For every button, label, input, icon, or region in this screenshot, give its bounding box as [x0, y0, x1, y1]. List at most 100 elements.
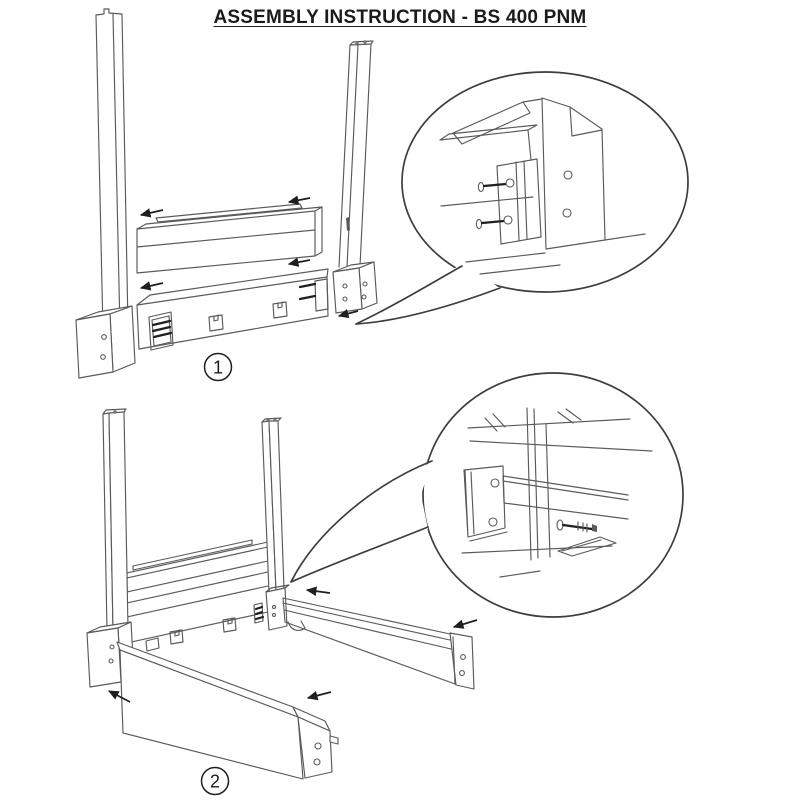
step-number: 2 — [210, 772, 220, 792]
insertion-arrow-icon — [139, 208, 164, 218]
back-rail — [452, 98, 543, 145]
bolt-head — [477, 181, 485, 193]
bolt-tip — [592, 524, 597, 532]
base-lines — [465, 233, 646, 275]
bolt-hole — [459, 670, 465, 676]
insertion-arrow-icon — [305, 586, 331, 596]
insertion-arrow-icon — [452, 619, 478, 629]
step-1-badge: 1 — [203, 352, 233, 382]
screw-hole — [108, 658, 114, 664]
headboard-panel-rail — [136, 203, 323, 274]
step-2-badge: 2 — [200, 766, 230, 796]
screw-hole — [342, 283, 348, 289]
step-1-figure: 1 — [75, 8, 689, 382]
headboard-base-rail — [136, 268, 329, 351]
dowel-mark — [363, 40, 367, 44]
right-bed-post — [332, 40, 378, 314]
top-slat — [155, 203, 303, 223]
bolt-icon — [556, 519, 597, 533]
mattress-clip — [145, 637, 160, 652]
wedge-catch — [557, 536, 617, 557]
insertion-arrow-icon — [337, 308, 359, 319]
right-bed-post — [261, 417, 285, 593]
insertion-arrow-icon — [139, 281, 164, 291]
post-slot — [346, 217, 350, 231]
beam-face — [119, 649, 304, 780]
dowel-mark — [355, 41, 359, 45]
callout-balloon-step1 — [355, 71, 689, 325]
step-number-circle — [203, 352, 233, 382]
left-post-foot-block — [75, 305, 136, 379]
mattress-clip — [272, 301, 288, 319]
hook-catch — [287, 620, 306, 631]
wall-bracket — [463, 465, 508, 542]
screw-hole — [361, 294, 367, 300]
bolt-head — [475, 218, 483, 230]
side-rail-end-plate — [449, 632, 475, 690]
bolt-hole — [313, 758, 321, 766]
mattress-clip — [222, 617, 237, 633]
post-side — [108, 411, 129, 631]
left-bed-post — [102, 408, 129, 632]
foot-block-side — [109, 305, 136, 373]
foreground-side-rail-beam — [116, 641, 339, 780]
hook-bracket — [148, 311, 174, 351]
dowel-mark — [273, 418, 277, 422]
screw-hole — [100, 354, 106, 360]
bolt-icon — [477, 178, 515, 193]
bolt-hole — [490, 478, 500, 488]
balloon-tail — [355, 265, 501, 325]
bolt-threads — [577, 521, 588, 533]
assembled-headboard — [86, 408, 290, 688]
dowel-mark — [113, 410, 117, 414]
post-outline — [338, 40, 374, 268]
screw-hole — [362, 281, 368, 287]
end-bracket-slots — [298, 282, 317, 301]
bolt-hole — [460, 654, 466, 660]
page-title: ASSEMBLY INSTRUCTION - BS 400 PNM — [213, 7, 587, 28]
rail-hook-detail — [461, 407, 653, 578]
screw-hole — [342, 296, 348, 302]
left-bed-post — [75, 8, 136, 379]
end-bracket — [298, 278, 329, 312]
end-bracket-slots — [254, 605, 265, 621]
end-bracket — [253, 602, 265, 624]
rail-detail — [439, 124, 538, 207]
bracket-slots — [151, 319, 173, 339]
top-lines — [467, 408, 653, 452]
step-number-circle — [200, 766, 230, 796]
slide-bracket — [496, 158, 542, 245]
post-outline — [95, 8, 129, 333]
panel-outline — [136, 206, 323, 274]
screw-hole — [271, 612, 277, 618]
bolt-hole — [563, 170, 573, 180]
rail-lines — [282, 597, 456, 685]
side-rail — [282, 597, 475, 690]
bolt-shaft — [480, 219, 506, 225]
corner-block — [265, 584, 290, 631]
balloon-outline — [422, 372, 684, 618]
headboard-rails — [126, 539, 269, 644]
insertion-arrow-icon — [107, 690, 131, 703]
step-number: 1 — [213, 358, 223, 378]
mattress-clip — [169, 629, 184, 645]
post-detail — [541, 97, 606, 250]
screw-hole — [109, 644, 115, 650]
right-post-foot-block — [332, 261, 378, 314]
balloon-tail — [290, 460, 433, 583]
dowel-peg — [329, 735, 339, 745]
balloon-outline — [401, 71, 689, 293]
rail-detail — [502, 475, 629, 520]
mattress-clip — [208, 314, 224, 332]
bolt-shaft — [482, 182, 508, 188]
insertion-arrow-icon — [287, 257, 311, 267]
base-lines — [461, 545, 613, 578]
bolt-hole — [314, 742, 322, 750]
screw-hole — [101, 334, 107, 340]
post-detail — [526, 407, 551, 561]
step-2-figure: 2 — [86, 372, 684, 796]
callout-balloon-step2 — [290, 372, 684, 618]
rail-outline — [136, 268, 329, 350]
